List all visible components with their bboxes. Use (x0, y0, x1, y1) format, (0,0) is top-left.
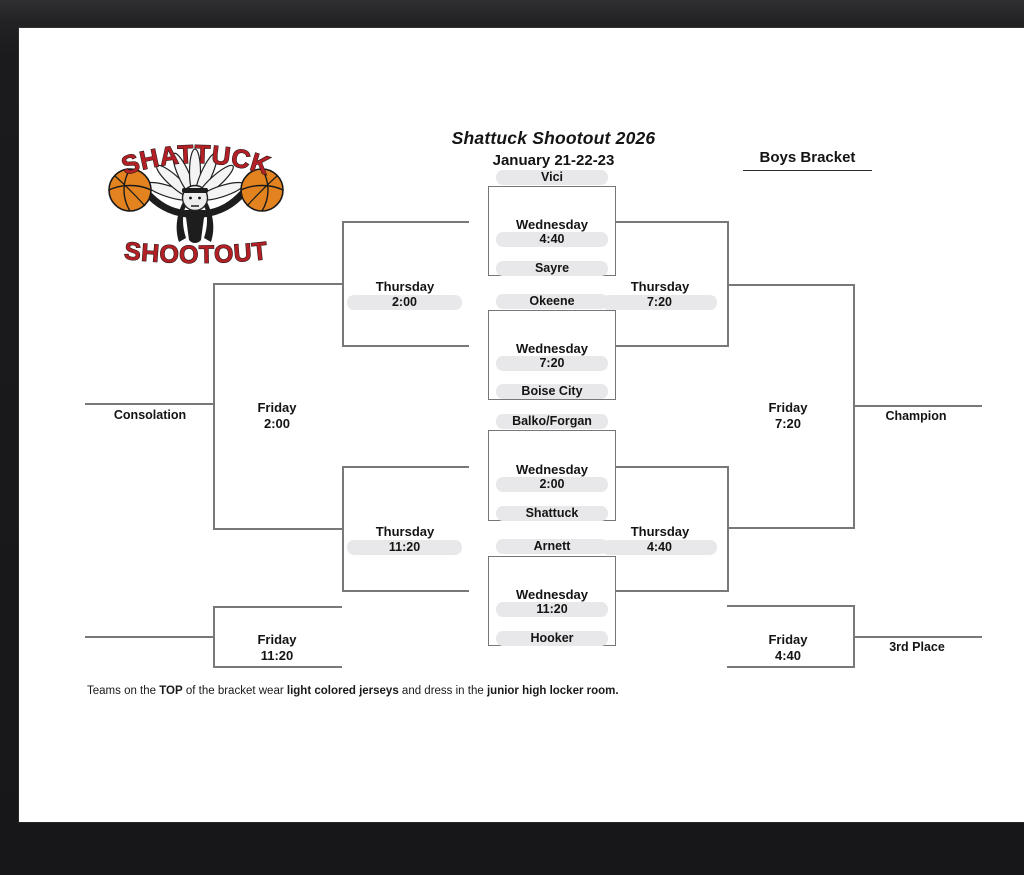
bracket-line (597, 345, 727, 347)
friday-time: 11:20 (260, 647, 294, 663)
bracket-line (213, 528, 342, 530)
friday-consolation-label: Friday 2:00 (217, 400, 337, 431)
page-title: Shattuck Shootout 2026 (451, 128, 656, 148)
footer-segment: and dress in the (398, 685, 487, 697)
team-pill-shattuck: Shattuck (496, 506, 608, 521)
logo-bottom-text: SHOOTOUT (122, 236, 269, 269)
bracket-line (727, 527, 853, 529)
consolation-label: Consolation (113, 408, 187, 422)
champion-label: Champion (885, 409, 947, 423)
bracket-line (213, 283, 215, 529)
bracket-line (342, 466, 469, 468)
friday-championship-label: Friday 7:20 (728, 400, 848, 431)
third-place-label: 3rd Place (889, 640, 945, 654)
game2-time-pill: 7:20 (496, 356, 608, 371)
footer-note: Teams on the TOP of the bracket wear lig… (87, 685, 787, 697)
friday-day: Friday (257, 400, 297, 415)
footer-segment: TOP (159, 685, 183, 697)
thursday-left-bottom-time-pill: 11:20 (347, 540, 462, 555)
bracket-line (727, 605, 853, 607)
bracket-line (85, 403, 213, 405)
bracket-sheet: Shattuck Shootout 2026 January 21-22-23 … (19, 28, 1024, 822)
team-pill-sayre: Sayre (496, 261, 608, 276)
thursday-left-bottom-day: Thursday (375, 524, 435, 539)
bracket-line (727, 466, 729, 592)
thursday-right-top-day: Thursday (630, 279, 690, 294)
game1-day-label: Wednesday (515, 217, 588, 232)
thursday-left-top-time-pill: 2:00 (347, 295, 462, 310)
game4-time-pill: 11:20 (496, 602, 608, 617)
bracket-label: Boys Bracket (743, 149, 872, 171)
bracket-line (85, 636, 213, 638)
thursday-right-top-time-pill: 7:20 (602, 295, 717, 310)
footer-segment: of the bracket wear (182, 685, 287, 697)
friday-time: 7:20 (774, 415, 802, 431)
bracket-line (213, 283, 342, 285)
game-box-3 (488, 430, 616, 521)
bracket-line (342, 345, 469, 347)
bracket-line (597, 221, 727, 223)
bracket-line (342, 590, 469, 592)
bracket-line (727, 221, 729, 347)
team-pill-arnett: Arnett (496, 539, 608, 554)
bracket-line (342, 466, 344, 592)
footer-segment: junior high locker room. (486, 685, 619, 697)
team-pill-hooker: Hooker (496, 631, 608, 646)
game4-day-label: Wednesday (515, 587, 588, 602)
footer-segment: Teams on the (87, 685, 160, 697)
friday-time: 4:40 (774, 647, 802, 663)
bracket-line (853, 405, 982, 407)
friday-time: 2:00 (263, 415, 291, 431)
bracket-line (342, 221, 469, 223)
basketball-icon-left (108, 168, 152, 212)
game3-time-pill: 2:00 (496, 477, 608, 492)
team-pill-vici: Vici (496, 170, 608, 185)
shootout-logo: SHATTUCK SHOOTOUT (108, 138, 284, 270)
team-pill-balko-forgan: Balko/Forgan (496, 414, 608, 429)
basketball-icon-right (240, 168, 284, 212)
bracket-line (342, 221, 344, 347)
game2-day-label: Wednesday (515, 341, 588, 356)
bracket-line (213, 666, 342, 668)
thursday-right-bottom-day: Thursday (630, 524, 690, 539)
friday-day: Friday (768, 632, 808, 647)
bracket-line (213, 606, 215, 668)
bracket-line (213, 606, 342, 608)
game1-time-pill: 4:40 (496, 232, 608, 247)
mascot-icon (143, 148, 247, 243)
footer-segment: light colored jerseys (286, 685, 399, 697)
svg-text:SHOOTOUT: SHOOTOUT (123, 237, 269, 269)
friday-day: Friday (768, 400, 808, 415)
bracket-line (597, 466, 727, 468)
bracket-line (597, 590, 727, 592)
bracket-line (727, 666, 853, 668)
page-subtitle: January 21-22-23 (492, 152, 615, 169)
thursday-left-top-day: Thursday (375, 279, 435, 294)
team-pill-okeene: Okeene (496, 294, 608, 309)
bracket-line (853, 636, 982, 638)
friday-day: Friday (257, 632, 297, 647)
thursday-right-bottom-time-pill: 4:40 (602, 540, 717, 555)
team-pill-boise-city: Boise City (496, 384, 608, 399)
game3-day-label: Wednesday (515, 462, 588, 477)
friday-third-place-label: Friday 4:40 (728, 632, 848, 663)
friday-left-bottom-label: Friday 11:20 (217, 632, 337, 663)
bracket-line (727, 284, 853, 286)
